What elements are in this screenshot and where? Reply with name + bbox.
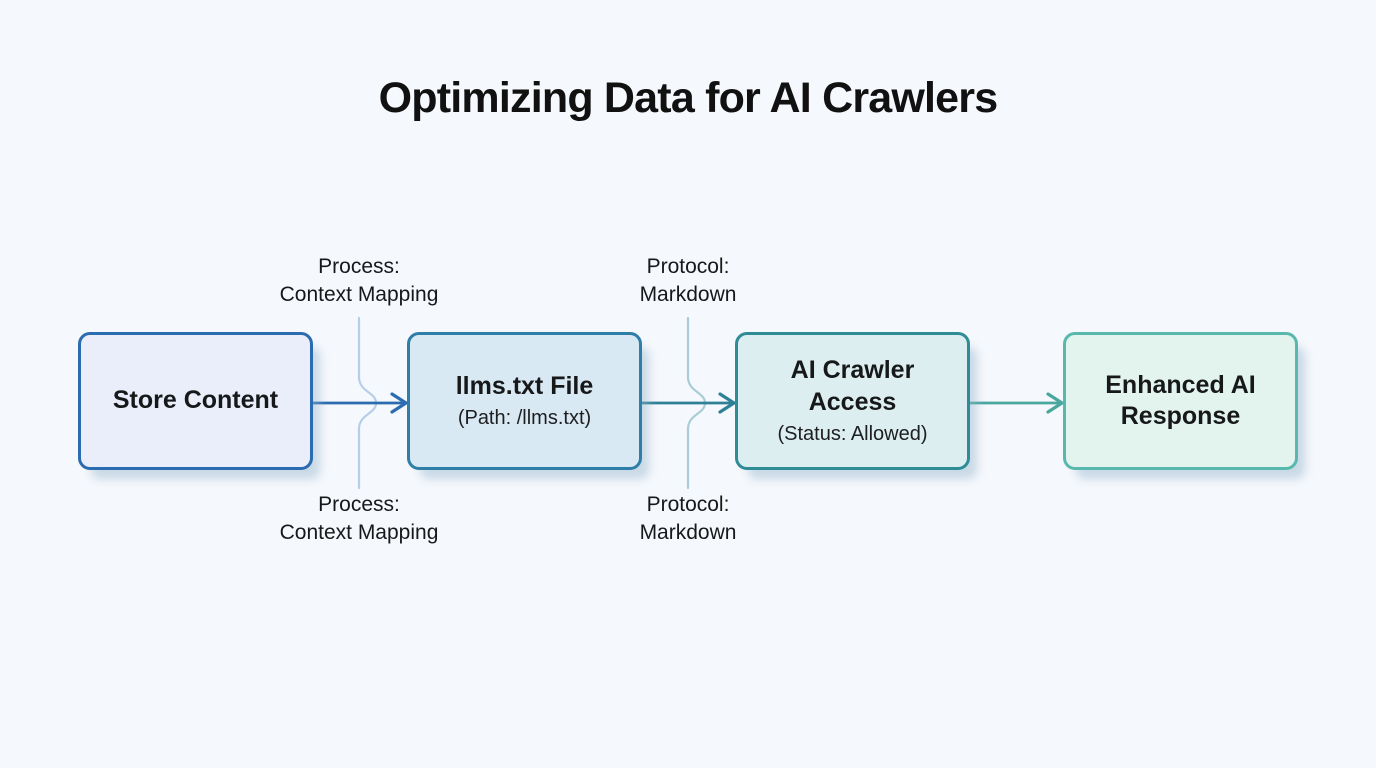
- edge-label-line1: Process:: [318, 493, 400, 516]
- node-enhanced-ai-response: Enhanced AI Response: [1063, 332, 1298, 470]
- node-title: Store Content: [112, 386, 279, 415]
- edge-label-protocol-top: Protocol: Markdown: [568, 253, 808, 309]
- edge-label-protocol-bottom: Protocol: Markdown: [568, 491, 808, 547]
- edge-label-line2: Context Mapping: [279, 521, 439, 544]
- node-store-content: Store Content: [78, 332, 313, 470]
- edge-label-line2: Context Mapping: [279, 283, 439, 306]
- node-subtitle: (Path: /llms.txt): [457, 407, 592, 430]
- arrow-llms-to-crawler: [642, 392, 736, 414]
- arrow-crawler-to-response: [970, 392, 1064, 414]
- edge-label-line2: Markdown: [639, 521, 737, 544]
- edge-label-line1: Protocol:: [646, 493, 730, 516]
- edge-label-process-bottom: Process: Context Mapping: [239, 491, 479, 547]
- node-ai-crawler-access: AI Crawler Access (Status: Allowed): [735, 332, 970, 470]
- edge-label-line1: Process:: [318, 255, 400, 278]
- node-llms-txt-file: llms.txt File (Path: /llms.txt): [407, 332, 642, 470]
- node-title: Enhanced AI Response: [1105, 370, 1256, 430]
- page-title: Optimizing Data for AI Crawlers: [378, 74, 999, 122]
- edge-label-line2: Markdown: [639, 283, 737, 306]
- arrow-store-to-llms: [313, 392, 408, 414]
- node-title: llms.txt File: [455, 371, 594, 400]
- edge-label-process-top: Process: Context Mapping: [239, 253, 479, 309]
- node-subtitle: (Status: Allowed): [777, 422, 928, 445]
- edge-label-line1: Protocol:: [646, 255, 730, 278]
- node-title: AI Crawler Access: [790, 356, 915, 416]
